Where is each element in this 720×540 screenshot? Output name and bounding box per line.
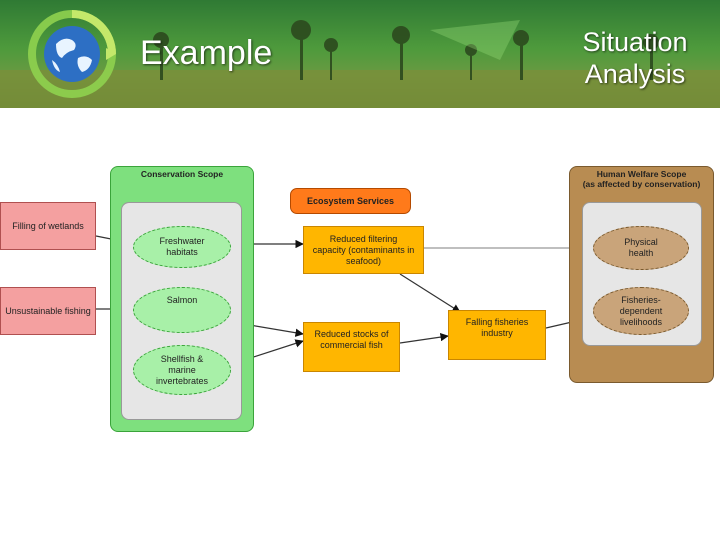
service-label: Reduced stocks of commercial fish (314, 329, 389, 350)
section-title-line-1: Situation (582, 27, 688, 57)
service-label: Reduced filtering capacity (contaminants… (312, 233, 415, 266)
target-label: Freshwater habitats (159, 236, 205, 257)
target-shellfish: Shellfish & marine invertebrates (133, 345, 231, 395)
target-label: Fisheries-dependent livelihoods (619, 294, 663, 327)
target-fisheries-livelihoods: Fisheries-dependent livelihoods (593, 287, 689, 335)
ecosystem-services-header: Ecosystem Services (290, 188, 411, 214)
arrow-stocks-to-fisheries (399, 332, 449, 344)
service-reduced-stocks: Reduced stocks of commercial fish (303, 322, 400, 372)
target-label: Physical health (624, 237, 658, 258)
target-physical-health: Physical health (593, 226, 689, 270)
slide-title: Example (140, 34, 273, 72)
ecosystem-services-label: Ecosystem Services (306, 195, 395, 206)
service-label: Falling fisheries industry (465, 317, 529, 338)
human-welfare-title-line-1: Human Welfare Scope (596, 169, 687, 179)
human-welfare-title-line-2: (as affected by conservation) (582, 179, 701, 189)
target-label: Shellfish & marine invertebrates (155, 353, 209, 386)
service-reduced-filtering: Reduced filtering capacity (contaminants… (303, 226, 424, 274)
threat-filling-wetlands: Filling of wetlands (0, 202, 96, 250)
target-label: Salmon (166, 295, 198, 305)
threat-label: Filling of wetlands (12, 220, 84, 231)
section-title-line-2: Analysis (584, 59, 686, 89)
landscape-background (0, 0, 720, 108)
conservation-scope-title: Conservation Scope (140, 169, 224, 179)
slide-section-title: Situation Analysis (560, 26, 710, 90)
target-freshwater-habitats: Freshwater habitats (133, 226, 231, 268)
threat-unsustainable-fishing: Unsustainable fishing (0, 287, 96, 335)
header-banner: Example Situation Analysis (0, 0, 720, 108)
target-salmon: Salmon (133, 287, 231, 333)
arrow-filtering-to-fisheries (399, 273, 461, 313)
globe-recycle-logo-icon (28, 10, 116, 98)
threat-label: Unsustainable fishing (5, 305, 91, 316)
human-welfare-scope-title: Human Welfare Scope (as affected by cons… (569, 169, 714, 189)
service-falling-fisheries: Falling fisheries industry (448, 310, 546, 360)
